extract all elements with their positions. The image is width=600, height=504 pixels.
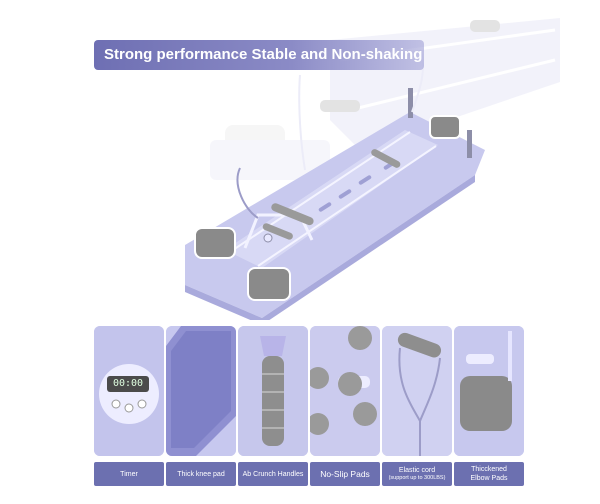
knee-pad-thumbnail — [166, 326, 236, 456]
no-slip-pads-thumbnail — [310, 326, 380, 456]
elbow-pads-thumbnail — [454, 326, 524, 456]
crunch-handles-thumbnail — [238, 326, 308, 456]
elbow-pads-label-line2: Elbow Pads — [470, 475, 508, 482]
feature-label-crunch-handles: Ab Crunch Handles — [238, 462, 308, 486]
feature-strip: 00:00 Timer Thick knee pad Ab C — [94, 326, 526, 486]
elbow-pad — [429, 115, 461, 139]
knee-pad-right — [247, 267, 291, 301]
knee-pad-left — [194, 227, 236, 259]
feature-label-timer: Timer — [94, 462, 164, 486]
crunch-handles — [243, 149, 401, 249]
feature-label-no-slip-pads: No-Slip Pads — [310, 462, 380, 486]
elbow-pads-label: Thicckened — [471, 466, 507, 473]
feature-label-elastic-cord: Elastic cord (support up to 300LBS) — [382, 462, 452, 486]
timer-thumbnail: 00:00 — [94, 326, 164, 456]
elastic-cord-sublabel: (support up to 300LBS) — [388, 475, 446, 481]
feature-label-elbow-pads: Thicckened Elbow Pads — [454, 462, 524, 486]
elastic-cord-label: Elastic cord — [398, 467, 436, 474]
feature-label-knee-pad: Thick knee pad — [166, 462, 236, 486]
elastic-cord-thumbnail — [382, 326, 452, 456]
headline-banner: Strong performance Stable and Non-shakin… — [94, 40, 424, 70]
timer-display: 00:00 — [112, 378, 144, 389]
ab-board-illustration — [185, 18, 560, 325]
product-hero-image: Strong performance Stable and Non-shakin… — [94, 18, 560, 325]
